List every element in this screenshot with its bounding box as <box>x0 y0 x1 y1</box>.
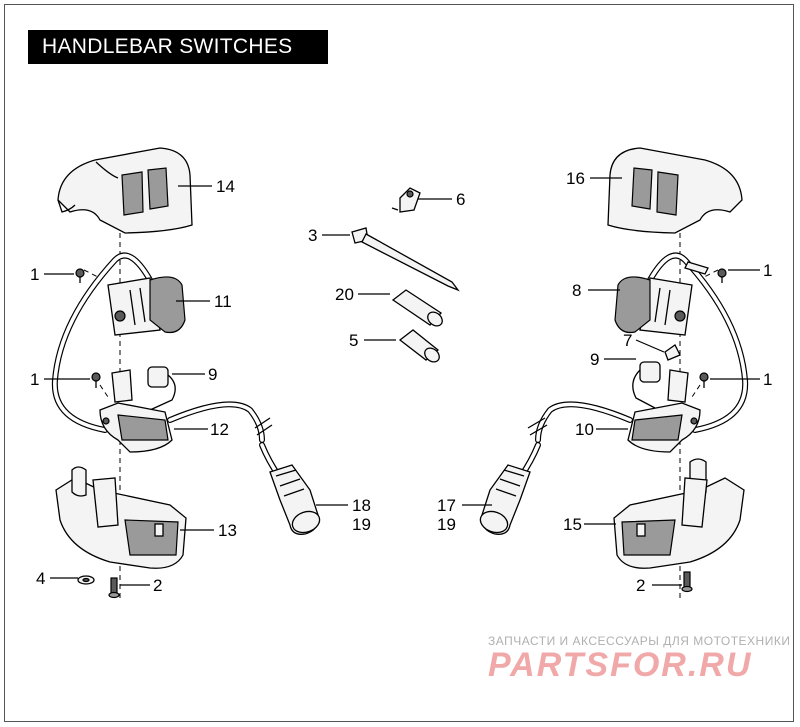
callout-3: 3 <box>308 226 317 245</box>
part-7-clip <box>664 344 681 361</box>
part-14-upper-housing <box>57 147 193 234</box>
part-12-switch-housing <box>99 402 173 453</box>
callout-20: 20 <box>335 285 354 304</box>
part-4-washer <box>77 575 95 585</box>
part-17-19-connector-right <box>479 464 531 535</box>
callout-1: 1 <box>30 265 39 284</box>
callout-leaders <box>44 177 760 586</box>
callout-17: 17 <box>437 496 456 515</box>
part-6-clip <box>391 187 421 213</box>
part-1-screw-upper-right <box>701 268 727 283</box>
part-15-lower-housing <box>613 458 745 569</box>
watermark-logo: PARTSFOR.RU <box>488 646 753 684</box>
callout-6: 6 <box>456 190 465 209</box>
callout-1: 1 <box>763 261 772 280</box>
right-switch-assembly <box>479 147 749 600</box>
part-8-switch <box>614 261 709 336</box>
part-2-screw-right <box>681 571 693 593</box>
callout-13: 13 <box>218 521 237 540</box>
callout-19: 19 <box>352 515 371 534</box>
part-20-sleeve <box>391 289 443 327</box>
part-1-screw-lower-left <box>91 372 111 401</box>
part-1-screw-upper-left <box>75 268 101 283</box>
part-10-switch-housing <box>627 402 701 453</box>
part-1-screw-lower-right <box>689 372 709 401</box>
part-9-connector-left <box>111 366 176 411</box>
part-3-cable-strap <box>351 227 460 292</box>
callout-19: 19 <box>437 515 456 534</box>
callout-4: 4 <box>36 569 45 588</box>
diagram-frame <box>4 4 794 722</box>
callout-14: 14 <box>216 177 235 196</box>
part-2-screw-left <box>108 577 120 599</box>
callout-8: 8 <box>572 281 581 300</box>
diagram-title: HANDLEBAR SWITCHES <box>28 30 328 64</box>
watermark-tagline: ЗАПЧАСТИ И АКСЕССУАРЫ ДЛЯ МОТОТЕХНИКИ <box>488 634 791 648</box>
callout-1: 1 <box>30 370 39 389</box>
callout-5: 5 <box>349 331 358 350</box>
callout-11: 11 <box>214 292 232 311</box>
callout-numbers: 14 1 11 1 9 12 13 4 2 6 3 20 5 18 19 17 … <box>30 169 772 595</box>
part-11-switch <box>107 276 186 336</box>
callout-1: 1 <box>763 370 772 389</box>
callout-2: 2 <box>636 576 645 595</box>
callout-7: 7 <box>623 331 632 350</box>
center-loose-parts <box>351 187 460 363</box>
callout-2: 2 <box>153 576 162 595</box>
callout-18: 18 <box>352 496 371 515</box>
callout-12: 12 <box>210 420 229 439</box>
callout-9: 9 <box>590 350 599 369</box>
left-switch-assembly <box>51 147 321 600</box>
callout-15: 15 <box>563 515 582 534</box>
part-9-connector-right <box>632 361 689 409</box>
part-13-lower-housing <box>55 466 187 569</box>
callout-9: 9 <box>208 365 217 384</box>
part-16-upper-housing <box>607 147 743 234</box>
part-18-19-connector-left <box>269 464 321 535</box>
callout-16: 16 <box>566 169 585 188</box>
part-5-sleeve <box>398 329 440 363</box>
callout-10: 10 <box>575 420 594 439</box>
